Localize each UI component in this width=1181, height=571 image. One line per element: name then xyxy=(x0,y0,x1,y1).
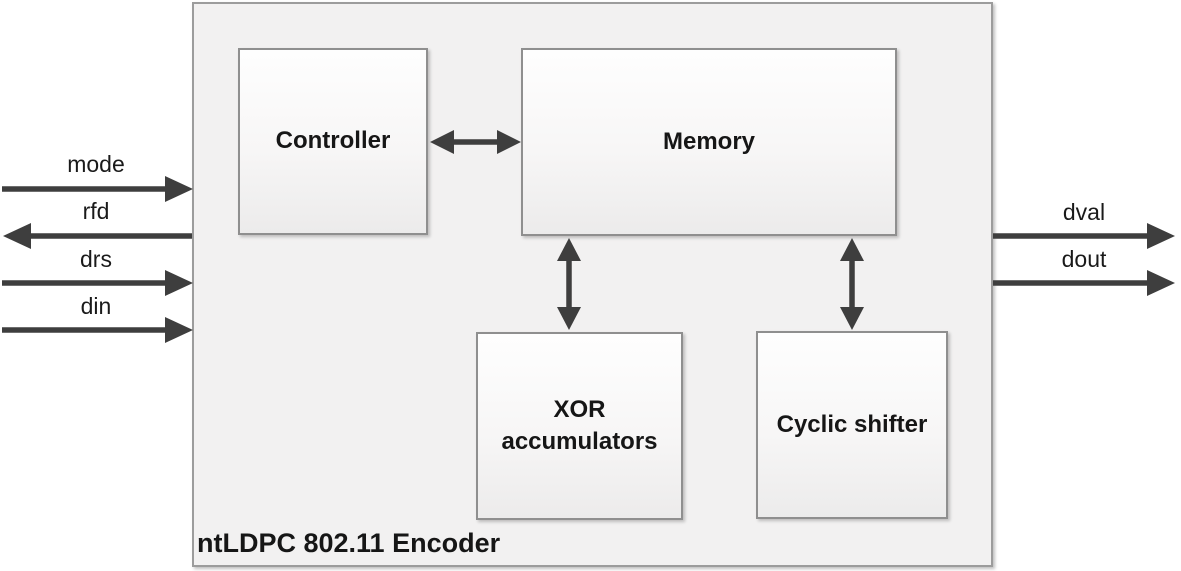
controller-block: Controller xyxy=(238,48,428,235)
signal-label-dval: dval xyxy=(1062,199,1106,225)
memory-label: Memory xyxy=(662,127,756,155)
signal-label-mode: mode xyxy=(67,151,125,177)
diagram-title: ntLDPC 802.11 Encoder xyxy=(197,528,501,558)
signal-label-rfd: rfd xyxy=(82,198,110,224)
cyclic-shifter-label: Cyclic shifter xyxy=(776,410,928,438)
xor-accumulators-label: XOR accumulators xyxy=(501,395,658,455)
xor-accumulators-block: XOR accumulators xyxy=(476,332,683,520)
signal-label-dout: dout xyxy=(1061,246,1107,272)
controller-label: Controller xyxy=(275,127,391,155)
memory-block: Memory xyxy=(521,48,897,236)
dout-output-arrow xyxy=(993,270,1175,296)
din-input-arrow xyxy=(2,317,193,343)
signal-label-drs: drs xyxy=(80,246,112,272)
cyclic-shifter-block: Cyclic shifter xyxy=(756,331,948,519)
signal-label-din: din xyxy=(80,293,112,319)
